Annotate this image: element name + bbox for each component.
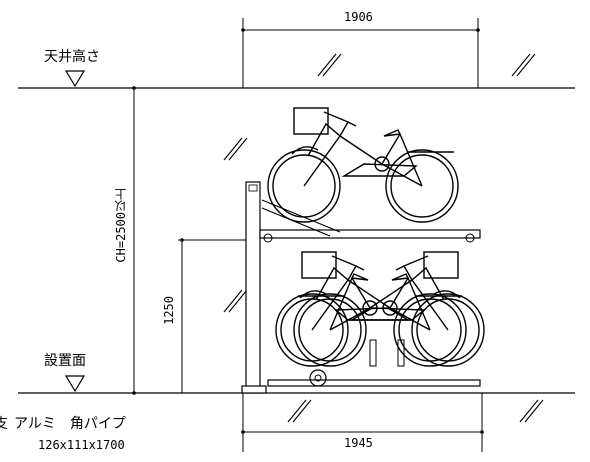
- hatch-icon: [223, 137, 248, 161]
- tier-height-label: 1250: [162, 296, 176, 325]
- bottom-width-label: 1945: [344, 436, 373, 450]
- rack-post: [245, 181, 261, 391]
- post-size-label: 126x111x1700: [38, 438, 125, 452]
- lower-right-bicycle-icon: [293, 251, 485, 367]
- ch-requirement-label: CH=2500以上: [114, 188, 128, 263]
- post-material-label: アルミ 角パイプ: [14, 416, 126, 432]
- hatch-icon: [511, 53, 536, 77]
- hatch-icon: [317, 53, 342, 77]
- upper-tray: [259, 229, 481, 239]
- hatch-icon: [223, 289, 248, 313]
- install-surface-label: 設置面: [44, 353, 86, 369]
- inverted-triangle-icon: [64, 375, 86, 393]
- upper-bicycle-icon: [267, 107, 459, 223]
- hatch-icon: [287, 399, 312, 423]
- post-material-prefix: 支: [0, 416, 8, 432]
- top-width-label: 1906: [344, 10, 373, 24]
- ceiling-height-label: 天井高さ: [44, 49, 100, 65]
- lower-frame: [267, 379, 481, 387]
- hatch-icon: [519, 399, 544, 423]
- inverted-triangle-icon: [64, 70, 86, 88]
